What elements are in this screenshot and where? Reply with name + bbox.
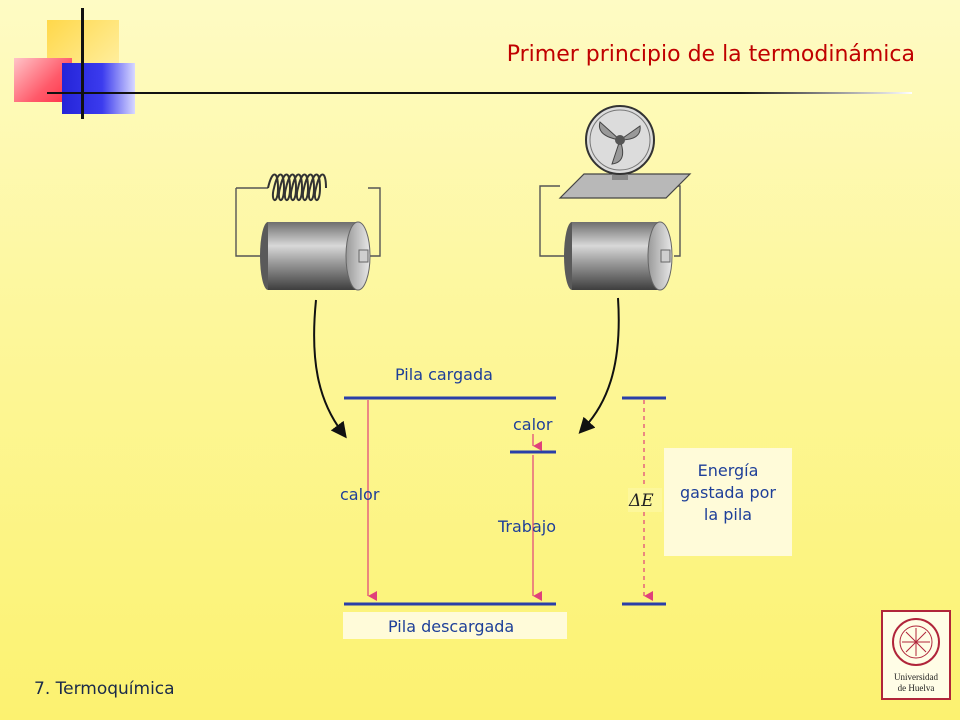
university-seal-icon: Universidad de Huelva bbox=[892, 618, 940, 693]
battery-icon-right bbox=[564, 221, 673, 291]
university-logo: Universidad de Huelva bbox=[881, 610, 951, 700]
discharged-label-background bbox=[343, 612, 567, 639]
delta-e-label: ΔE bbox=[628, 491, 654, 511]
discharged-label: Pila descargada bbox=[388, 617, 514, 636]
curved-arrow-left bbox=[313, 299, 347, 439]
slide-title: Primer principio de la termodinámica bbox=[506, 42, 915, 67]
energy-box-line-3: la pila bbox=[703, 505, 753, 524]
logo-line-2: de Huelva bbox=[898, 683, 935, 693]
fan-icon bbox=[558, 105, 692, 199]
slide-footer: 7. Termoquímica bbox=[34, 679, 175, 699]
heat-label-right: calor bbox=[513, 415, 553, 434]
fan-circuit bbox=[539, 105, 692, 291]
decor-blue-square bbox=[62, 63, 135, 114]
battery-icon-left bbox=[260, 221, 371, 291]
title-underline bbox=[47, 92, 912, 94]
heater-circuit bbox=[235, 173, 381, 291]
heating-coil-icon bbox=[267, 173, 327, 201]
heat-label-left: calor bbox=[340, 485, 380, 504]
energy-spent-box: Energía gastada por la pila bbox=[664, 448, 792, 556]
energy-box-line-2: gastada por bbox=[680, 483, 776, 502]
energy-box-line-1: Energía bbox=[697, 461, 759, 480]
decor-vertical-line bbox=[81, 8, 84, 119]
charged-label: Pila cargada bbox=[395, 365, 493, 384]
logo-line-1: Universidad bbox=[894, 672, 938, 682]
curved-arrow-right bbox=[578, 297, 620, 434]
work-label: Trabajo bbox=[497, 517, 556, 536]
